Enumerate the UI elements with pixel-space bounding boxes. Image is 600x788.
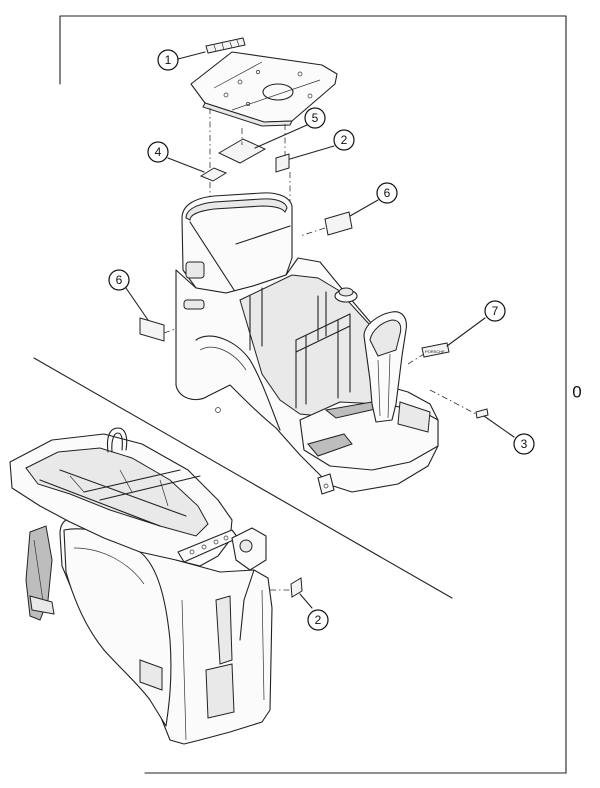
decal-2-lower (290, 577, 303, 598)
callout-6-right: 6 (376, 182, 398, 204)
decal-6-right (324, 211, 353, 236)
page-frame (59, 15, 567, 774)
revision-label: 0 (572, 383, 581, 402)
leader-2-upper (289, 145, 335, 160)
svg-text:2: 2 (341, 133, 348, 147)
svg-text:7: 7 (492, 304, 499, 318)
decal-6-left (139, 317, 165, 342)
decal-1 (205, 37, 246, 54)
svg-text:PORSCHE: PORSCHE (425, 349, 445, 354)
leader-7 (446, 317, 486, 347)
callout-2-lower: 2 (307, 609, 329, 631)
decal-4 (199, 167, 228, 182)
decal-2-upper (275, 153, 290, 173)
handle-grip (363, 311, 407, 423)
top-exploded-assembly: PORSCHE (139, 37, 489, 495)
svg-text:3: 3 (521, 437, 528, 451)
svg-text:5: 5 (312, 111, 319, 125)
svg-text:1: 1 (165, 53, 172, 67)
mounting-plate (190, 51, 338, 127)
callout-5: 5 (304, 107, 326, 129)
leader-5 (254, 124, 308, 149)
svg-text:4: 4 (155, 145, 162, 159)
leader-1 (177, 51, 206, 60)
leader-2-lower (299, 593, 313, 609)
callout-1: 1 (157, 49, 179, 71)
callout-7: 7 (484, 300, 506, 322)
svg-text:2: 2 (315, 613, 322, 627)
callout-4: 4 (147, 141, 169, 163)
leader-4 (167, 157, 205, 173)
leader-6-right (349, 199, 379, 217)
leader-6-left (125, 287, 149, 321)
leader-3 (483, 415, 515, 438)
decal-7: PORSCHE (421, 342, 450, 358)
decal-3 (475, 408, 489, 419)
callouts: 1 5 4 2 6 6 7 3 (108, 49, 535, 631)
callout-3: 3 (513, 433, 535, 455)
decal-5 (217, 138, 267, 164)
section-separator-line (33, 357, 453, 599)
svg-text:6: 6 (384, 186, 391, 200)
bottom-assembly (9, 427, 273, 745)
callout-2-upper: 2 (333, 129, 355, 151)
callout-6-left: 6 (108, 269, 130, 291)
console-body (175, 192, 439, 495)
svg-text:6: 6 (116, 273, 123, 287)
